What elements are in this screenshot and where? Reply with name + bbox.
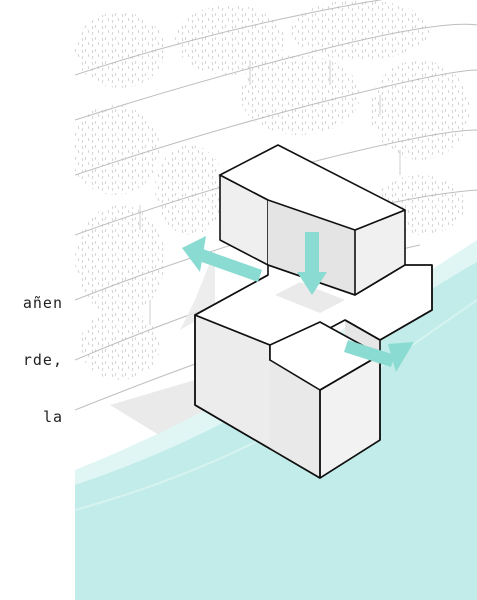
courtyard-void (275, 282, 345, 313)
tree-trunks (139, 60, 401, 325)
arrow-down-right-icon (344, 340, 414, 372)
upper-roof (219, 144, 406, 231)
tower-left-wall (270, 360, 320, 478)
caption-line-3: la (42, 408, 63, 426)
caption-line-1: añen (22, 294, 63, 312)
arrow-down-icon (297, 232, 327, 295)
airflow-arrows (182, 232, 414, 372)
caption-fragment: añen rde, la (0, 256, 63, 446)
building-upper-volume (219, 144, 406, 296)
caption-line-2: rde, (22, 351, 63, 369)
arrow-up-left-icon (182, 236, 262, 282)
building-lower-volume (194, 264, 433, 479)
